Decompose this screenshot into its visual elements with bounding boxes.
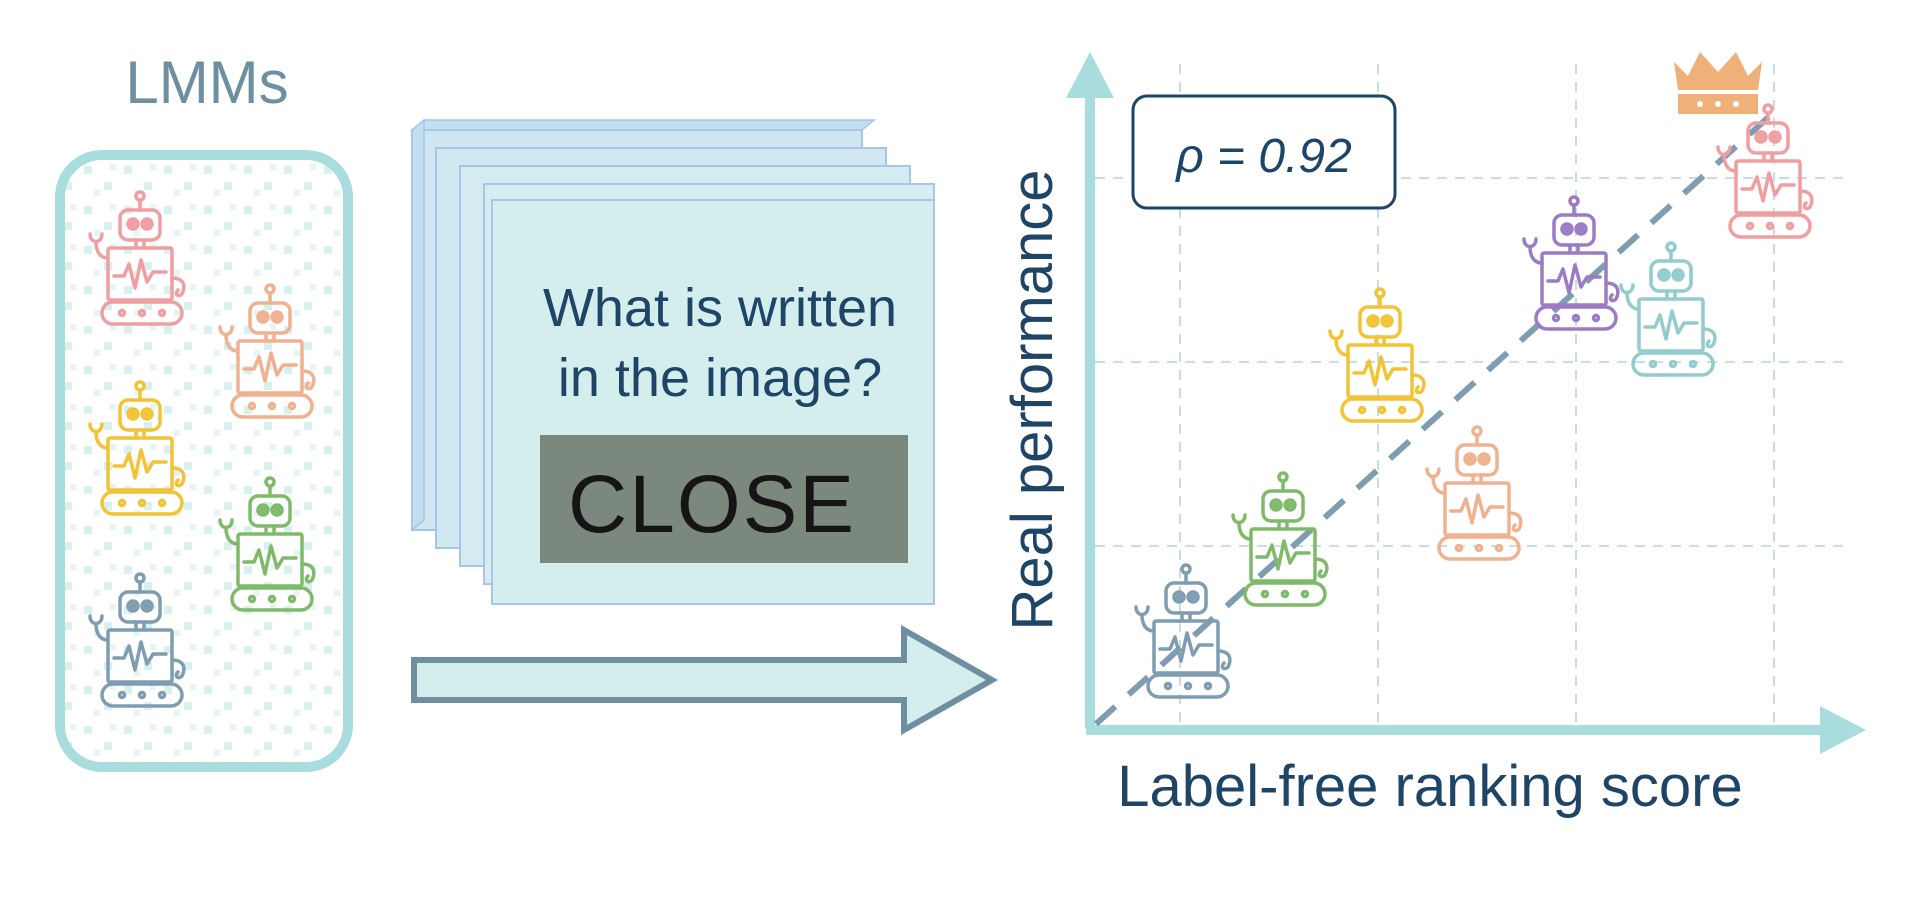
- lmms-title: LMMs: [125, 49, 288, 116]
- y-axis-label: Real performance: [1000, 170, 1065, 631]
- crown-icon: [1674, 52, 1762, 114]
- chart: Real performance Label-free ranking scor…: [1000, 52, 1866, 819]
- chart-point-robot-icon: [1134, 563, 1232, 699]
- question-line-2: in the image?: [558, 348, 882, 408]
- chart-point-robot-icon: [1231, 471, 1329, 607]
- sample-image-text: CLOSE: [568, 459, 856, 550]
- chart-point-robot-icon: [1425, 425, 1523, 561]
- x-axis-arrowhead: [1820, 706, 1866, 754]
- correlation-annotation: ρ = 0.92: [1131, 94, 1397, 210]
- chart-point-robot-icon: [1619, 241, 1717, 377]
- chart-point-robot-icon: [1328, 287, 1426, 423]
- correlation-value: ρ = 0.92: [1174, 130, 1352, 183]
- y-axis-arrowhead: [1066, 52, 1114, 98]
- lmm-panel: [55, 150, 353, 772]
- question-line-1: What is written: [543, 278, 897, 338]
- chart-point-robot-icon: [1716, 103, 1814, 239]
- arrow-right-icon: [411, 624, 999, 736]
- x-axis-label: Label-free ranking score: [1117, 754, 1742, 819]
- question-card-stack: What is written in the image? CLOSE: [409, 118, 935, 605]
